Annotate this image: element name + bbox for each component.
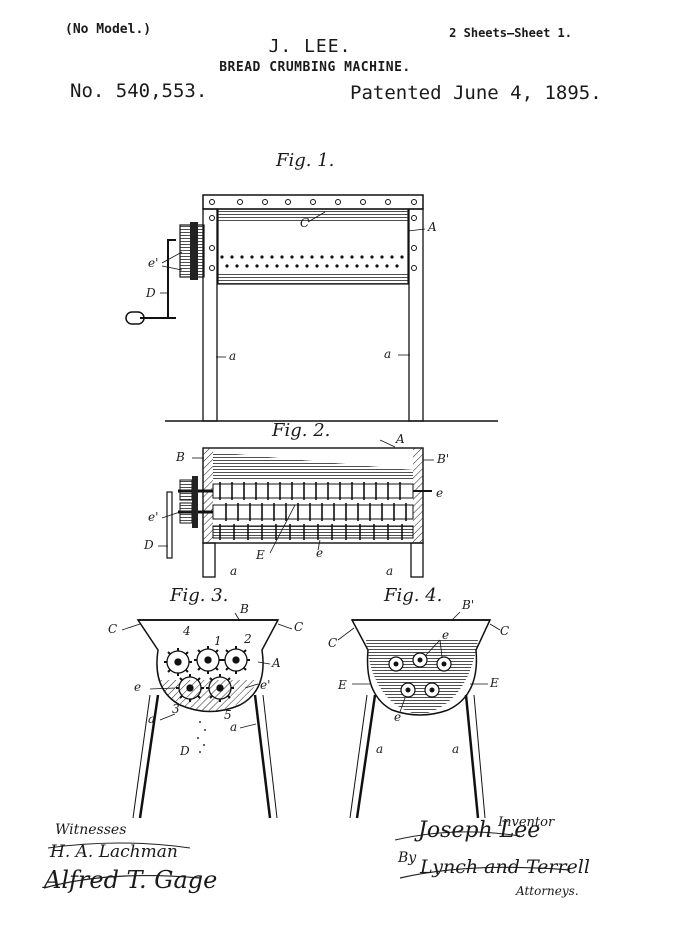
fig3-ref-e: e bbox=[134, 680, 142, 694]
patent-date: Patented June 4, 1895. bbox=[350, 82, 602, 104]
fig3-ref-c-left: C bbox=[108, 622, 118, 636]
fig4-ref-e-bottom: e bbox=[394, 710, 402, 724]
fig4-ref-c-right: C bbox=[500, 624, 510, 638]
fig1-ref-a-left: a bbox=[229, 349, 237, 363]
fig3-ref-4: 4 bbox=[183, 624, 191, 638]
fig3-ref-c-right: C bbox=[294, 620, 304, 634]
fig1-ref-e1: e' bbox=[148, 256, 159, 270]
attorneys-label: Attorneys. bbox=[516, 884, 579, 898]
fig4-label: Fig. 4. bbox=[384, 585, 443, 606]
fig1-drawing bbox=[125, 194, 498, 422]
patent-number: No. 540,553. bbox=[70, 80, 208, 102]
fig1-label: Fig. 1. bbox=[276, 150, 335, 171]
fig3-ref-5: 5 bbox=[224, 708, 232, 722]
fig2-ref-a-upper: A bbox=[396, 432, 405, 446]
fig4-ref-e-top: e bbox=[442, 628, 450, 642]
patent-title: BREAD CRUMBING MACHINE. bbox=[219, 60, 411, 75]
fig3-ref-3: 3 bbox=[172, 702, 180, 716]
fig3-label: Fig. 3. bbox=[170, 585, 229, 606]
fig4-ref-b1: B' bbox=[462, 598, 475, 612]
fig4-ref-a-left: a bbox=[376, 742, 384, 756]
inventor-heading: J. LEE. bbox=[268, 36, 352, 57]
fig3-ref-a-upper: A bbox=[272, 656, 281, 670]
fig2-ref-e-lower: e bbox=[316, 546, 324, 560]
fig3-drawing bbox=[121, 612, 293, 819]
fig2-ref-e-right: e bbox=[436, 486, 444, 500]
attorneys-signature: Lynch and Terrell bbox=[420, 856, 590, 878]
fig4-drawing bbox=[337, 611, 501, 819]
fig3-ref-2: 2 bbox=[244, 632, 252, 646]
fig2-ref-a-left: a bbox=[230, 564, 238, 578]
fig1-ref-d: D bbox=[146, 286, 156, 300]
fig1-ref-c: C bbox=[300, 216, 310, 230]
fig4-ref-e-right: E bbox=[490, 676, 499, 690]
fig3-ref-e1: e' bbox=[260, 678, 271, 692]
witness-signature-1: H. A. Lachman bbox=[50, 842, 178, 862]
fig2-label: Fig. 2. bbox=[272, 420, 331, 441]
inventor-label: Inventor bbox=[498, 815, 555, 830]
fig2-ref-b1: B' bbox=[437, 452, 450, 466]
fig3-ref-b: B bbox=[240, 602, 249, 616]
witness-signature-2: Alfred T. Gage bbox=[44, 866, 218, 894]
no-model-note: (No Model.) bbox=[65, 22, 152, 37]
fig1-ref-a-upper: A bbox=[428, 220, 437, 234]
fig2-ref-e-upper: E bbox=[256, 548, 265, 562]
fig3-ref-a-right: a bbox=[230, 720, 238, 734]
fig2-ref-b: B bbox=[176, 450, 185, 464]
fig3-ref-d: D bbox=[180, 744, 190, 758]
fig4-ref-e-left: E bbox=[338, 678, 347, 692]
fig2-drawing bbox=[158, 439, 434, 578]
fig2-ref-a-right: a bbox=[386, 564, 394, 578]
sheet-count: 2 Sheets—Sheet 1. bbox=[449, 26, 572, 40]
fig1-ref-a-right: a bbox=[384, 347, 392, 361]
fig4-ref-a-right: a bbox=[452, 742, 460, 756]
fig3-ref-1: 1 bbox=[214, 634, 222, 648]
by-label: By bbox=[398, 850, 417, 866]
fig3-ref-a-left: a bbox=[148, 712, 156, 726]
fig4-ref-c-left: C bbox=[328, 636, 338, 650]
fig2-ref-e1: e' bbox=[148, 510, 159, 524]
witnesses-label: Witnesses bbox=[55, 822, 127, 838]
fig2-ref-d: D bbox=[144, 538, 154, 552]
inventor-signature: Joseph Lee bbox=[418, 818, 541, 843]
